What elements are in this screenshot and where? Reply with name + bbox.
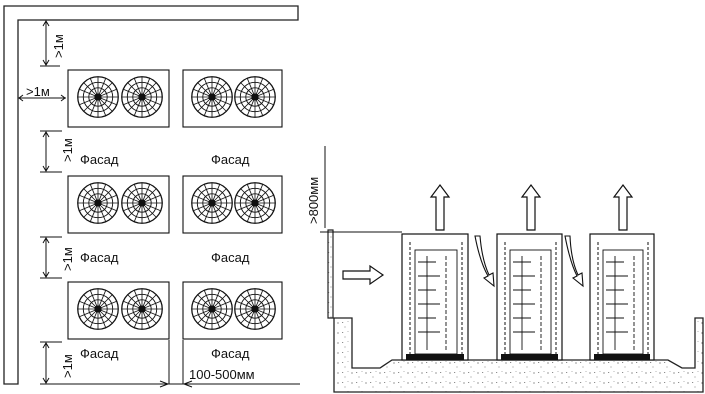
side-view: >800мм xyxy=(306,146,704,393)
ground-foundation xyxy=(333,317,704,393)
dim-front-bottom-label: >1м xyxy=(60,354,75,378)
fan-icon xyxy=(234,76,276,118)
side-unit-3 xyxy=(589,184,655,361)
facade-label: Фасад xyxy=(211,346,250,361)
facade-label: Фасад xyxy=(80,250,119,265)
fan-icon xyxy=(191,288,233,330)
facade-label: Фасад xyxy=(80,152,119,167)
unit-row-1 xyxy=(67,69,283,128)
unit-row-2 xyxy=(67,175,283,234)
side-unit-1 xyxy=(401,184,469,361)
dim-gap-2-label: >1м xyxy=(60,247,75,271)
building-wall xyxy=(3,5,299,385)
plan-view: >1м >1м >1м >1м >1м 100-500мм Фасад Фаса… xyxy=(3,5,300,388)
side-unit-2 xyxy=(496,184,563,361)
side-wall xyxy=(327,229,334,319)
dim-wall-top-label: >1м xyxy=(51,34,66,58)
arrow-up-icon xyxy=(520,184,542,231)
curved-arrow-icon xyxy=(474,235,495,288)
unit-row-3 xyxy=(67,281,283,340)
fan-icon xyxy=(121,288,163,330)
fan-icon xyxy=(77,288,119,330)
fan-icon xyxy=(191,182,233,224)
fan-icon xyxy=(121,182,163,224)
dimension-lines xyxy=(18,19,300,388)
facade-label: Фасад xyxy=(211,250,250,265)
fan-icon xyxy=(77,76,119,118)
facade-label: Фасад xyxy=(211,152,250,167)
dim-gap-1-label: >1м xyxy=(60,138,75,162)
fan-icon xyxy=(191,76,233,118)
dim-height-label: >800мм xyxy=(306,177,321,224)
arrow-up-icon xyxy=(429,184,451,231)
fan-icon xyxy=(121,76,163,118)
height-dimension xyxy=(320,146,402,233)
facade-label: Фасад xyxy=(80,346,119,361)
curved-arrow-icon xyxy=(564,235,584,288)
dim-between-units-label: 100-500мм xyxy=(189,367,255,382)
dim-wall-left-label: >1м xyxy=(26,84,50,99)
arrow-right-icon xyxy=(342,264,385,286)
fan-icon xyxy=(234,182,276,224)
fan-icon xyxy=(234,288,276,330)
fan-icon xyxy=(77,182,119,224)
arrow-up-icon xyxy=(612,184,634,231)
